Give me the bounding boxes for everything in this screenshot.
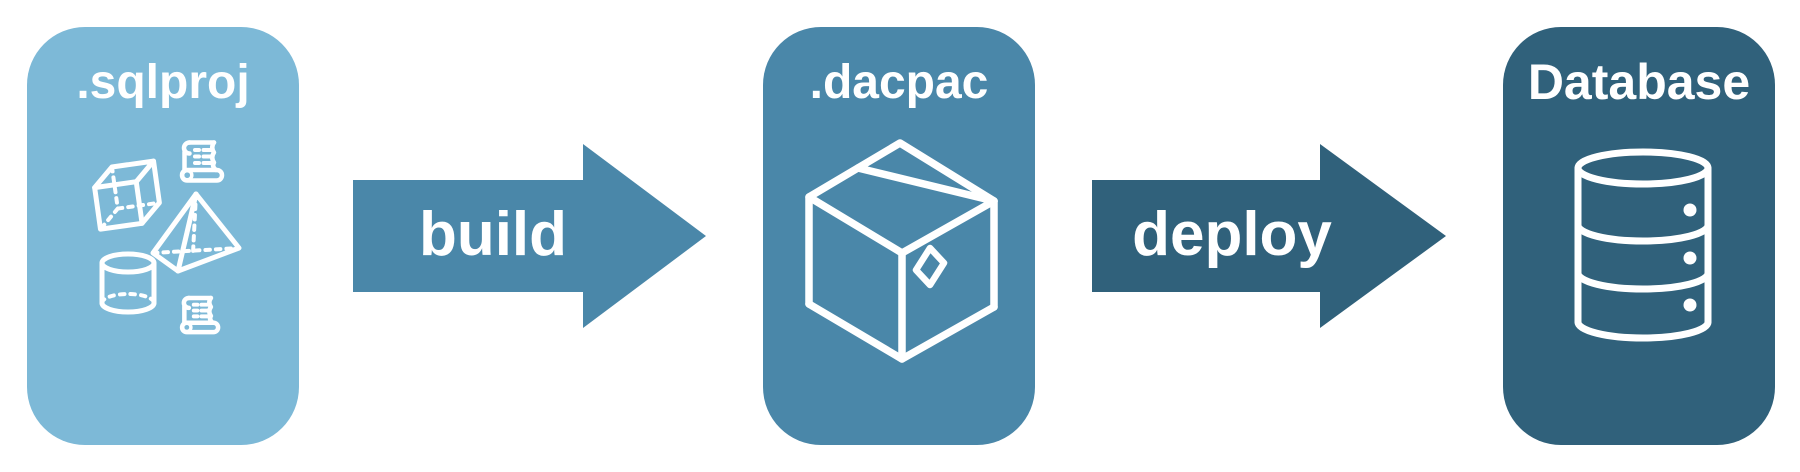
node-database-title: Database <box>1527 54 1751 110</box>
build-arrow-icon <box>353 144 706 328</box>
dacpac-art <box>805 139 998 363</box>
node-sqlproj: .sqlproj <box>27 27 299 445</box>
script-scroll-icon <box>179 295 221 335</box>
build-arrow-label: build <box>418 200 568 269</box>
node-dacpac: .dacpac <box>763 27 1035 445</box>
deploy-arrow-icon <box>1092 144 1446 328</box>
deploy-arrow-label: deploy <box>1132 200 1332 269</box>
sqlproj-objects-art <box>92 140 242 335</box>
database-icon <box>1574 148 1712 342</box>
cube-icon <box>92 158 162 232</box>
cylinder-icon <box>99 251 157 315</box>
script-scroll-icon <box>179 140 225 183</box>
node-dacpac-title: .dacpac <box>809 56 989 109</box>
pyramid-icon <box>150 191 242 274</box>
package-box-icon <box>805 139 998 363</box>
database-art <box>1574 148 1712 342</box>
node-database: Database <box>1503 27 1775 445</box>
node-sqlproj-title: .sqlproj <box>76 56 250 109</box>
